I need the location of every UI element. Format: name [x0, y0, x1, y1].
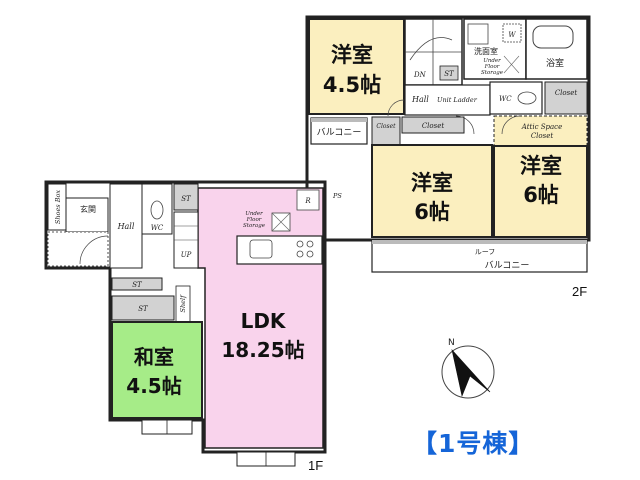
second-floor: 洋室 4.5帖 バルコニー DN ST Hall Unit Ladder W 洗… — [305, 15, 591, 299]
ldk-size: 18.25帖 — [221, 338, 304, 362]
door-swing — [455, 115, 475, 135]
under-floor-storage-2f-line3: Storage — [481, 70, 504, 76]
roof-label: ルーフ — [475, 248, 496, 256]
compass: N — [441, 338, 495, 399]
roof-balcony-label: バルコニー — [485, 260, 530, 271]
closet-2f-mid-label: Closet — [422, 122, 445, 130]
unit-ladder-label: Unit Ladder — [437, 96, 478, 104]
hall-2f-label: Hall — [411, 95, 429, 104]
floor-1f-label: 1F — [308, 458, 323, 473]
closet-2f-small — [371, 116, 401, 146]
compass-needle-icon — [451, 348, 491, 398]
washroom-label: 洗面室 — [474, 46, 498, 56]
building-number-label: 【1号棟】 — [412, 429, 535, 458]
attic-space-closet-line2: Closet — [531, 132, 554, 140]
under-floor-storage-1f-line2: Floor — [246, 217, 262, 223]
storage-hatch — [503, 55, 520, 74]
roof-balcony-rail — [372, 240, 587, 244]
room-western-4-5-size: 4.5帖 — [323, 73, 381, 97]
stove-burner-icon — [306, 250, 314, 258]
under-floor-storage-1f-line1: Under — [245, 211, 263, 217]
sink-icon — [467, 23, 489, 45]
stove-burner-icon — [296, 250, 304, 258]
ps-label: PS — [332, 192, 342, 200]
closet-2f-right — [544, 81, 588, 115]
shoes-box-label: Shoes Box — [54, 190, 62, 224]
small-balcony — [310, 117, 368, 145]
stove-burner-icon — [306, 240, 314, 248]
room-western-6-center — [371, 144, 493, 238]
stair-dn-label: DN — [413, 71, 427, 79]
refrigerator-r-label: R — [304, 197, 311, 205]
hall-2f — [404, 84, 491, 116]
refrigerator-space — [296, 189, 320, 211]
stove-burner-icon — [296, 240, 304, 248]
storage-st-1f-mid — [111, 277, 163, 291]
stair-up-label: UP — [181, 251, 192, 259]
toilet-icon — [150, 200, 164, 220]
wc-2f-label: WC — [499, 95, 512, 103]
room-western-4-5-name: 洋室 — [331, 43, 373, 67]
door-swing — [501, 115, 521, 135]
compass-north-label: N — [448, 338, 455, 348]
room-western-4-5 — [308, 18, 405, 115]
japanese-room — [111, 321, 203, 419]
ldk-name: LDK — [241, 309, 287, 333]
washer-w-label: W — [508, 31, 516, 39]
storage-st-1f-mid-label: ST — [132, 281, 143, 289]
small-balcony-rail — [311, 118, 367, 122]
bathtub-icon — [532, 25, 574, 49]
under-floor-storage-1f-line3: Storage — [243, 223, 266, 229]
wc-2f — [489, 81, 543, 115]
door-swing — [79, 235, 109, 265]
storage-st-2f — [439, 65, 459, 81]
small-balcony-label: バルコニー — [317, 127, 362, 138]
japanese-room-name: 和室 — [134, 345, 174, 369]
closet-2f-right-label: Closet — [555, 89, 578, 97]
closet-2f-small-label: Closet — [376, 123, 396, 130]
entrance — [65, 197, 109, 233]
hall-1f-label: Hall — [117, 222, 135, 231]
storage-st-1f-top — [173, 183, 199, 211]
attic-space-closet-line1: Attic Space — [521, 123, 562, 131]
floor-2f-label: 2F — [572, 284, 587, 299]
room-western-6-right-size: 6帖 — [523, 183, 559, 207]
entrance-label: 玄関 — [80, 204, 96, 214]
under-floor-storage-2f-line1: Under — [483, 58, 501, 64]
kitchen-sink-icon — [249, 239, 273, 259]
first-floor-outline — [44, 180, 327, 454]
room-western-6-right — [493, 145, 588, 238]
under-floor-storage-2f-line2: Floor — [484, 64, 500, 70]
room-western-6-center-size: 6帖 — [414, 200, 450, 224]
first-floor: LDK 18.25帖 Under Floor Storage R PS Shoe… — [44, 180, 342, 473]
bath-label: 浴室 — [546, 57, 564, 69]
shelf-label: Shelf — [179, 294, 187, 313]
door-swing — [387, 99, 405, 117]
room-western-6-center-name: 洋室 — [411, 171, 453, 195]
storage-hatch — [271, 212, 291, 232]
room-western-6-right-name: 洋室 — [520, 154, 562, 178]
closet-2f-mid — [401, 116, 465, 134]
attic-space-closet — [493, 115, 588, 147]
japanese-room-size: 4.5帖 — [126, 374, 181, 398]
roof-balcony — [371, 239, 588, 273]
wc-1f-label: WC — [151, 224, 164, 232]
storage-st-2f-label: ST — [444, 70, 455, 78]
storage-st-1f-low-label: ST — [138, 305, 149, 313]
storage-st-1f-top-label: ST — [181, 195, 192, 203]
washer-space — [502, 23, 522, 43]
stair-arrow — [409, 37, 453, 61]
storage-st-1f-low — [111, 295, 175, 321]
toilet-icon — [517, 91, 537, 105]
